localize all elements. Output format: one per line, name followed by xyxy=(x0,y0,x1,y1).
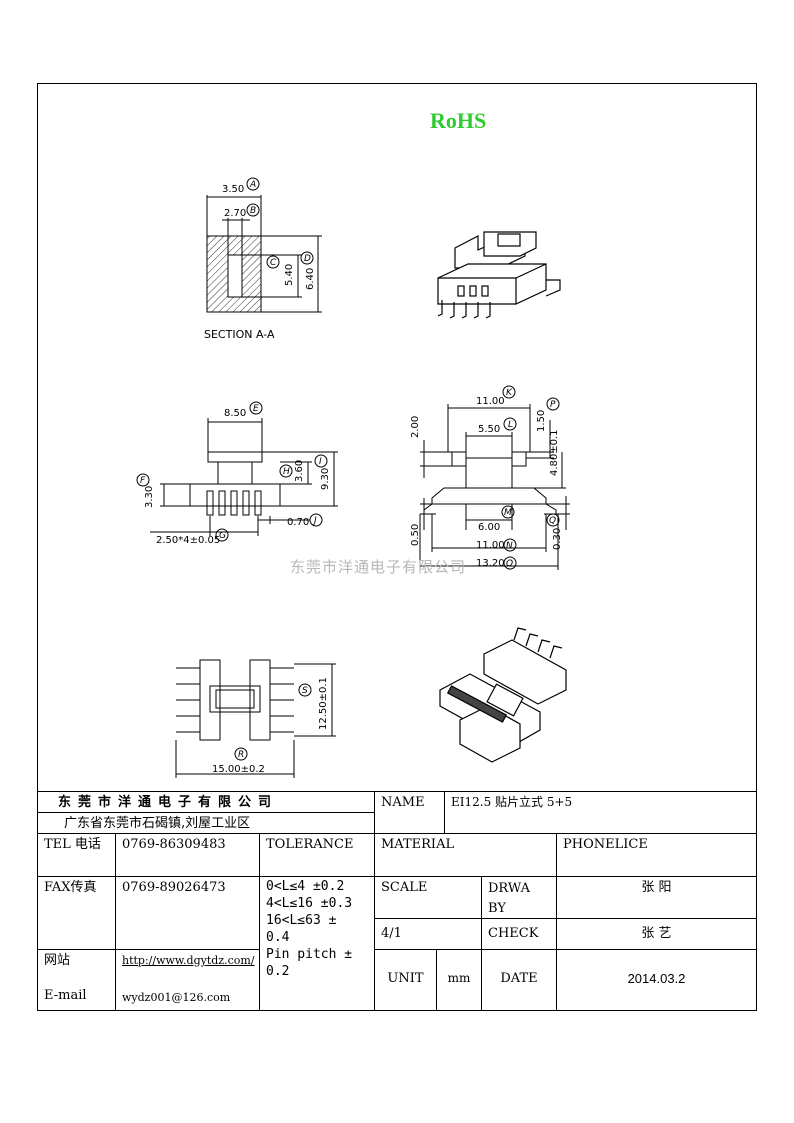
dim-c-value: 5.40 xyxy=(284,264,295,286)
fax-label: FAX传真 xyxy=(37,877,116,950)
dim-g-value: 2.50*4±0.05 xyxy=(156,535,220,546)
tag-d: D xyxy=(304,254,311,264)
tag-s: S xyxy=(302,686,308,696)
tag-j: J xyxy=(312,516,317,526)
iso-view-bottom xyxy=(439,627,567,763)
dim-p2-value: 4.80±0.1 xyxy=(549,429,560,476)
tolerance-table: 0<L≤4 ±0.2 4<L≤16 ±0.3 16<L≤63 ± 0.4 Pin… xyxy=(260,877,375,1011)
watermark: 东莞市洋通电子有限公司 xyxy=(290,558,467,576)
front-view: 8.50 3.30 3.60 9.30 0.70 2.50*4±0.05 xyxy=(144,408,338,546)
tag-m: M xyxy=(504,508,512,518)
tag-g: G xyxy=(219,531,226,541)
dim-left-2-00: 2.00 xyxy=(410,416,421,438)
tolerance-line: 4<L≤16 ±0.3 xyxy=(266,896,353,911)
section-view: 3.50 2.70 5.40 6.40 SECTION A-A xyxy=(204,184,322,341)
tel-value: 0769-86309483 xyxy=(116,834,260,877)
scale-label: SCALE xyxy=(375,877,482,919)
iso-view-top xyxy=(437,231,561,319)
section-label: SECTION A-A xyxy=(204,328,275,341)
dim-p-value: 1.50 xyxy=(536,410,547,432)
phonelice-label: PHONELICE xyxy=(557,834,757,877)
dimension-tags: A B C D E F G H I J K L M N O P Q R S xyxy=(136,177,560,761)
tag-k: K xyxy=(506,388,513,398)
tolerance-line: 0<L≤4 ±0.2 xyxy=(266,879,345,894)
dim-e-value: 8.50 xyxy=(224,408,246,419)
dim-m-value: 6.00 xyxy=(478,522,500,533)
web-email-values: http://www.dgytdz.com/ wydz001@126.com xyxy=(116,950,260,1011)
dim-d-value: 6.40 xyxy=(305,268,316,290)
web-label: 网站 xyxy=(44,953,71,968)
tel-label: TEL 电话 xyxy=(37,834,116,877)
tag-p: P xyxy=(550,400,556,410)
tolerance-label: TOLERANCE xyxy=(260,834,375,877)
drawn-label: DRWA BY xyxy=(482,877,557,919)
tag-f: F xyxy=(140,476,146,486)
tag-b: B xyxy=(250,206,256,216)
dim-a-value: 3.50 xyxy=(222,184,244,195)
scale-value: 4/1 xyxy=(375,919,482,950)
date-value: 2014.03.2 xyxy=(557,950,757,1011)
tolerance-line: 0.2 xyxy=(266,964,290,979)
dim-q-value: 0.30 xyxy=(552,528,563,550)
tag-q: Q xyxy=(549,516,556,526)
dim-o-value: 13.20 xyxy=(476,558,505,569)
dim-i-value: 9.30 xyxy=(320,468,331,490)
tag-e: E xyxy=(253,404,259,414)
tolerance-line: Pin pitch ± xyxy=(266,947,353,962)
top-view: 15.00±0.2 12.50±0.1 xyxy=(175,659,336,778)
tag-n: N xyxy=(506,541,513,551)
fax-value: 0769-89026473 xyxy=(116,877,260,950)
tolerance-line: 16<L≤63 ± xyxy=(266,913,337,928)
tag-i: I xyxy=(319,457,322,467)
dim-l-value: 5.50 xyxy=(478,424,500,435)
drawn-value: 张 阳 xyxy=(557,877,757,919)
tag-l: L xyxy=(508,420,513,430)
title-block: 东莞市洋通电子有限公司 广东省东莞市石碣镇,刘屋工业区 NAME EI12.5 … xyxy=(37,791,757,1011)
company-address: 广东省东莞市石碣镇,刘屋工业区 xyxy=(37,813,375,834)
dim-b-value: 2.70 xyxy=(224,208,246,219)
tolerance-line: 0.4 xyxy=(266,930,290,945)
web-email-labels: 网站 E-mail xyxy=(37,950,116,1011)
unit-label: UNIT xyxy=(375,950,437,1011)
dim-j-value: 0.70 xyxy=(287,517,309,528)
dim-s-value: 12.50±0.1 xyxy=(318,677,329,730)
dim-left-0-50: 0.50 xyxy=(410,524,421,546)
tag-r: R xyxy=(238,750,244,760)
website-link[interactable]: http://www.dgytdz.com/ xyxy=(122,954,255,967)
tag-a: A xyxy=(249,180,256,190)
check-label: CHECK xyxy=(482,919,557,950)
tag-o: O xyxy=(506,559,513,569)
rohs-mark: RoHS xyxy=(430,108,487,133)
tag-h: H xyxy=(283,467,290,477)
company-name: 东莞市洋通电子有限公司 xyxy=(37,791,375,813)
date-label: DATE xyxy=(482,950,557,1011)
dim-h-value: 3.60 xyxy=(294,460,305,482)
check-value: 张 艺 xyxy=(557,919,757,950)
material-label: MATERIAL xyxy=(375,834,557,877)
dim-f-value: 3.30 xyxy=(144,486,155,508)
dim-r-value: 15.00±0.2 xyxy=(212,764,265,775)
dim-n-value: 11.00 xyxy=(476,540,505,551)
side-view: 11.00 5.50 6.00 11.00 13.20 2.00 0.50 1.… xyxy=(410,396,570,570)
email-label: E-mail xyxy=(44,988,87,1003)
tag-c: C xyxy=(270,258,277,268)
technical-drawing: 3.50 2.70 5.40 6.40 SECTION A-A 8.50 3.3… xyxy=(136,177,570,778)
dim-k-value: 11.00 xyxy=(476,396,505,407)
name-value: EI12.5 贴片立式 5+5 xyxy=(445,791,757,834)
name-label: NAME xyxy=(375,791,445,834)
email-value: wydz001@126.com xyxy=(122,991,231,1004)
unit-value: mm xyxy=(437,950,482,1011)
